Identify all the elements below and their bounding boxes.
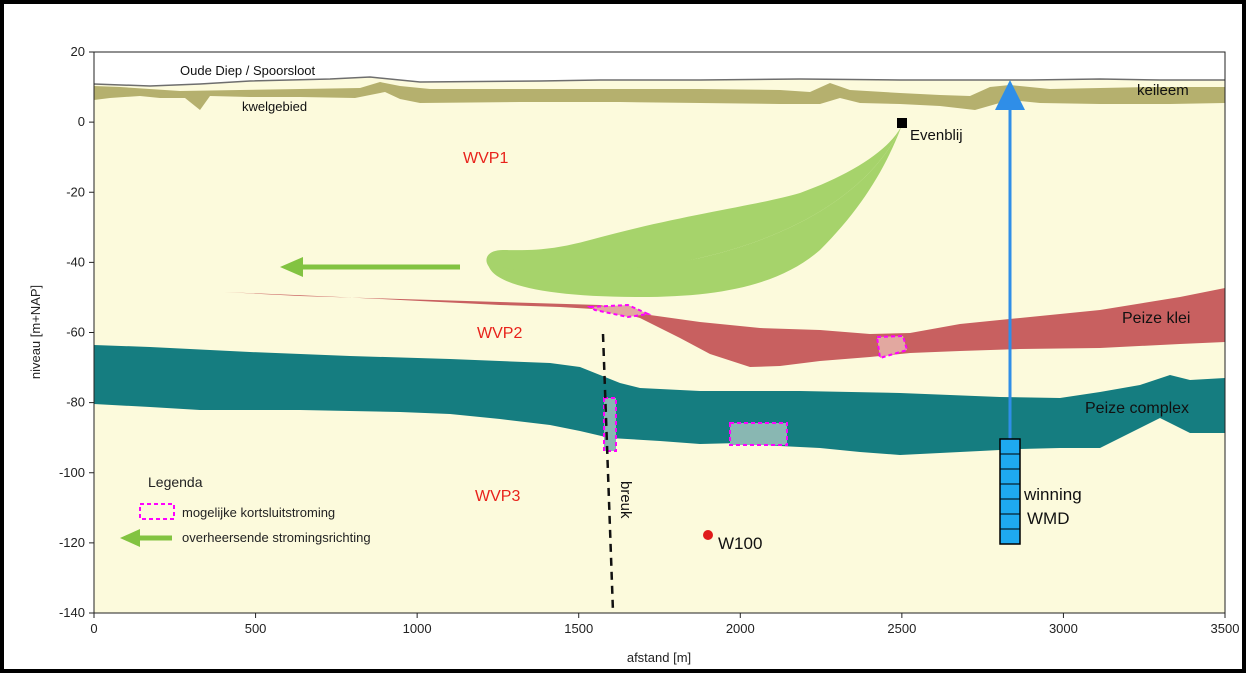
label-w100: W100	[718, 534, 762, 553]
y-axis-label: niveau [m+NAP]	[28, 285, 43, 379]
evenblij-marker	[897, 118, 907, 128]
x-tick-label: 1500	[564, 621, 593, 636]
legend-item-flow-direction: overheersende stromingsrichting	[182, 530, 371, 545]
y-tick-label: -60	[66, 325, 85, 340]
x-axis-ticks: 0 500 1000 1500 2000 2500 3000 3500	[90, 613, 1239, 636]
short-circuit-zone-clay-west	[586, 303, 652, 319]
w100-marker	[703, 530, 713, 540]
short-circuit-zone-clay-east	[875, 334, 909, 360]
label-wvp1: WVP1	[463, 150, 508, 167]
x-tick-label: 2500	[887, 621, 916, 636]
label-peize-klei: Peize klei	[1122, 310, 1190, 327]
flow-plume	[486, 125, 902, 274]
label-wmd: WMD	[1027, 509, 1069, 528]
y-tick-label: -40	[66, 254, 85, 269]
y-tick-label: -80	[66, 395, 85, 410]
x-axis-label: afstand [m]	[627, 650, 691, 665]
flow-arrow-head	[280, 257, 303, 277]
fault-line	[601, 333, 615, 613]
well-screen	[999, 438, 1021, 545]
label-winning: winning	[1023, 485, 1082, 504]
legend-arrow-head	[120, 529, 140, 547]
label-oude-diep: Oude Diep / Spoorsloot	[180, 63, 316, 78]
x-tick-label: 3500	[1211, 621, 1240, 636]
y-tick-label: -140	[59, 605, 85, 620]
label-peize-complex: Peize complex	[1085, 400, 1189, 417]
peize-klei-layer	[224, 288, 1225, 367]
label-kwelgebied: kwelgebied	[242, 99, 307, 114]
x-tick-label: 3000	[1049, 621, 1078, 636]
y-tick-label: -120	[59, 535, 85, 550]
peize-complex-layer	[94, 345, 1225, 455]
label-wvp2: WVP2	[477, 325, 522, 342]
y-axis-ticks: 20 0 -20 -40 -60 -80 -100 -120 -140	[59, 44, 94, 620]
y-tick-label: 20	[71, 44, 85, 59]
y-tick-label: 0	[78, 114, 85, 129]
well-screen-segments	[1000, 453, 1020, 530]
short-circuit-zone-complex	[729, 422, 788, 446]
x-tick-label: 1000	[403, 621, 432, 636]
x-tick-label: 2000	[726, 621, 755, 636]
label-evenblij: Evenblij	[910, 127, 963, 144]
flow-plume-lower	[488, 125, 902, 297]
legend-short-circuit-symbol	[139, 503, 175, 520]
label-wvp3: WVP3	[475, 488, 520, 505]
y-tick-label: -20	[66, 184, 85, 199]
y-tick-label: -100	[59, 465, 85, 480]
label-breuk: breuk	[617, 481, 634, 519]
x-tick-label: 0	[90, 621, 97, 636]
label-keileem: keileem	[1137, 82, 1189, 99]
keileem-layer	[94, 82, 1225, 110]
legend-title: Legenda	[148, 474, 203, 490]
legend-item-short-circuit: mogelijke kortsluitstroming	[182, 505, 335, 520]
legend: Legenda mogelijke kortsluitstroming over…	[120, 474, 371, 547]
terrain-surface-line	[94, 76, 1225, 87]
x-tick-label: 500	[245, 621, 267, 636]
